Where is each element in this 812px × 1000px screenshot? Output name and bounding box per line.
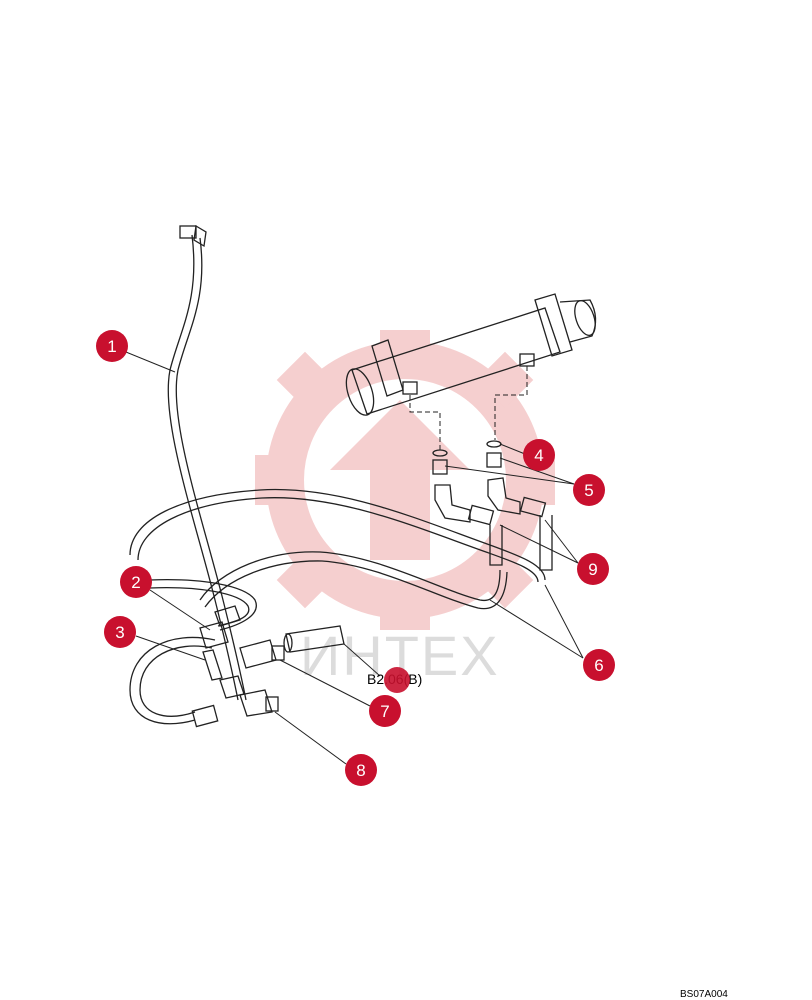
watermark-emblem [330,400,470,560]
hose-1-elbow [193,224,207,248]
coupling-left [467,504,495,526]
callout-7: 7 [369,695,401,727]
callout-2-circle [120,566,152,598]
adapter-left [432,459,448,475]
callout-3: 3 [104,616,136,648]
cooler-outlet-pipe [559,299,597,343]
leader-2 [149,589,211,631]
callout-1: 1 [96,330,128,362]
leader-9b [544,519,579,564]
callout-4-label: 4 [534,446,543,465]
callout-3-label: 3 [115,623,124,642]
callout-6: 6 [583,649,615,681]
hose-6-upper-outer [129,488,546,581]
callout-8-circle [345,754,377,786]
hose-1-end-fitting [179,225,197,239]
cooler-port-left [402,381,418,395]
adapter-right [486,452,502,468]
reference-pipe-end [283,633,293,653]
hose-1 [167,224,247,701]
callout-6-circle [583,649,615,681]
cooler-body [351,307,561,415]
pipe-drop-right [539,515,553,571]
manifold-fittings [199,605,285,717]
hose-6-lower-inner [204,560,508,610]
tee-fitting-item-8 [239,689,273,717]
callout-8: 8 [345,754,377,786]
drawing-code: BS07A004 [680,989,728,1000]
hose-2-lower-inner [139,645,213,717]
watermark-logo: ИНТЕХ [255,330,555,687]
elbow-fitting-left [434,484,471,523]
leader-5a [444,465,575,485]
hose-2 [129,579,257,728]
callout-5: 5 [573,474,605,506]
callout-9-label: 9 [588,560,597,579]
callout-9-circle [577,553,609,585]
leader-1 [125,351,176,373]
callout-1-circle [96,330,128,362]
hose-1-outer [167,234,239,701]
reference-pipe [283,625,381,677]
callout-1-label: 1 [107,337,116,356]
hose-2-lower-outer [129,636,216,725]
leader-7 [279,659,371,707]
callout-4: 4 [523,439,555,471]
washers-and-adapters [432,440,502,475]
callout-5-label: 5 [584,481,593,500]
assembly-line-right [494,366,528,440]
callout-9: 9 [577,553,609,585]
hose-6-lower-outer [199,551,501,602]
connector-upper [214,605,241,627]
callout-3-circle [104,616,136,648]
oil-cooler [345,293,597,416]
cooler-outlet-opening [574,300,596,336]
leader-8 [274,711,347,765]
callout-7-circle [369,695,401,727]
coupling-right [519,496,547,518]
assembly-line-left [409,395,441,450]
callout-5-circle [573,474,605,506]
washer-right [486,440,502,448]
leader-4 [499,443,526,455]
callout-4-circle [523,439,555,471]
hose-2-upper [149,579,257,631]
connector-item-3 [202,649,223,681]
callout-6-label: 6 [594,656,603,675]
cooler-fittings [434,477,553,571]
leader-9a [499,524,579,564]
leader-6a [489,599,584,659]
connector-item-7 [239,639,277,669]
callout-2: 2 [120,566,152,598]
washer-left [432,449,448,457]
hose-6 [129,488,546,610]
hose-2-end-fitting [191,704,219,728]
cooler-right-flange [534,293,573,357]
connector-item-7-nut [271,645,285,661]
callout-2-label: 2 [131,573,140,592]
cooler-left-end [345,368,375,416]
reference-marker [384,667,410,693]
leader-6b [544,584,584,659]
leader-3 [135,635,206,661]
hose-6-upper-inner [137,497,539,583]
assembly-lines [409,366,528,450]
leader-lines [125,351,584,765]
tee-fitting-upper [199,621,229,649]
callout-7-label: 7 [380,702,389,721]
elbow-fitting-right [487,477,521,515]
hose-1-inner [175,237,247,701]
leader-5b [499,457,575,485]
callout-8-label: 8 [356,761,365,780]
reference-pipe-leader [343,643,381,677]
tee-fitting-item-8-nut [265,696,279,712]
